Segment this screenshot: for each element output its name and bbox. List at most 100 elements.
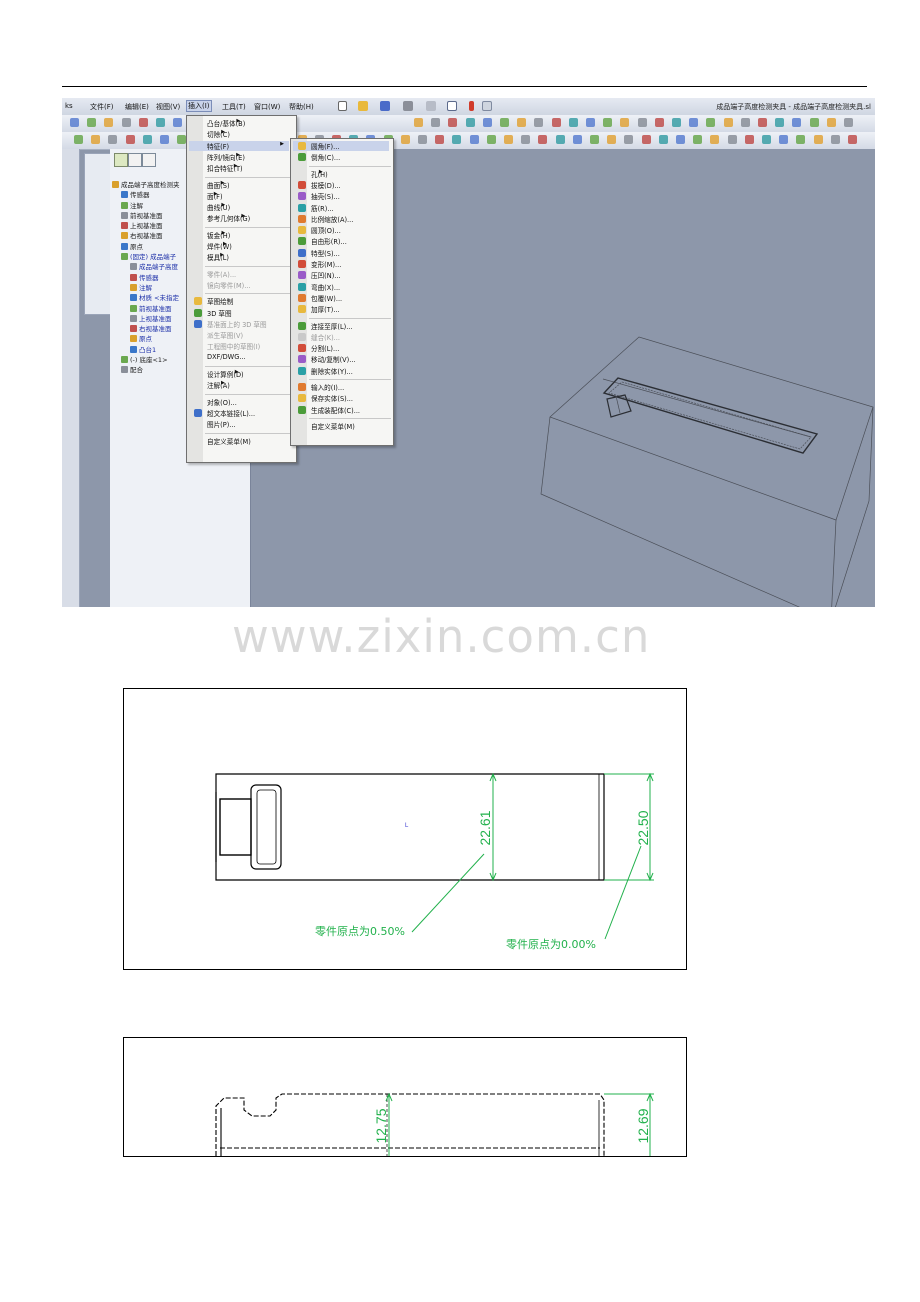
toolbar-tool-icon[interactable] bbox=[676, 135, 685, 144]
feature-menu-item[interactable]: 孔(H)▶ bbox=[311, 169, 328, 179]
feature-menu-item[interactable]: 圆顶(O)... bbox=[311, 225, 341, 235]
feature-menu-item[interactable]: 移动/复制(V)... bbox=[311, 354, 356, 364]
feature-menu-item[interactable]: 保存实体(S)... bbox=[311, 393, 353, 403]
toolbar-tool-icon[interactable] bbox=[809, 118, 819, 127]
feature-tree-item[interactable]: 材质 <未指定 bbox=[112, 293, 180, 303]
toolbar-tool-icon[interactable] bbox=[538, 135, 548, 144]
feature-menu-item[interactable]: 自定义菜单(M) bbox=[311, 421, 355, 431]
toolbar-tool-icon[interactable] bbox=[637, 118, 647, 127]
toolbar-tool-icon[interactable] bbox=[469, 135, 479, 144]
feature-menu-item[interactable]: 比例缩放(A)... bbox=[311, 214, 353, 224]
toolbar-tool-icon[interactable] bbox=[775, 118, 785, 127]
feature-menu-item[interactable]: 变形(M)... bbox=[311, 259, 341, 269]
toolbar-tool-icon[interactable] bbox=[590, 135, 599, 144]
toolbar-tool-icon[interactable] bbox=[620, 118, 630, 127]
toolbar-tool-icon[interactable] bbox=[607, 135, 617, 144]
feature-menu-item[interactable]: 特型(S)... bbox=[311, 248, 340, 258]
toolbar-tool-icon[interactable] bbox=[740, 118, 750, 127]
toolbar-tool-icon[interactable] bbox=[452, 135, 462, 144]
feature-menu-item[interactable]: 弯曲(X)... bbox=[311, 282, 340, 292]
menu-view[interactable]: 视图(V) bbox=[156, 103, 181, 111]
feature-tree-tab-icon[interactable] bbox=[114, 153, 128, 167]
menu-file[interactable]: 文件(F) bbox=[90, 103, 114, 111]
insert-menu-item[interactable]: 扣合特征(T)▶ bbox=[207, 163, 243, 173]
toolbar-tool-icon[interactable] bbox=[654, 118, 664, 127]
feature-menu-item[interactable]: 圆角(F)... bbox=[293, 141, 389, 151]
feature-menu-item[interactable]: 筋(R)... bbox=[311, 203, 334, 213]
toolbar-tool-icon[interactable] bbox=[796, 135, 806, 144]
toolbar-tool-icon[interactable] bbox=[500, 118, 509, 127]
toolbar-tool-icon[interactable] bbox=[418, 135, 427, 144]
insert-menu-item[interactable]: 凸台/基体(B)▶ bbox=[207, 118, 245, 128]
toolbar-tool-icon[interactable] bbox=[142, 135, 152, 144]
toolbar-tool-icon[interactable] bbox=[465, 118, 475, 127]
toolbar-tool-icon[interactable] bbox=[400, 135, 410, 144]
insert-menu-item[interactable]: 对象(O)... bbox=[207, 397, 237, 407]
toolbar-tool-icon[interactable] bbox=[156, 118, 165, 127]
feature-menu-item[interactable]: 生成装配体(C)... bbox=[311, 405, 360, 415]
toolbar-tool-icon[interactable] bbox=[568, 118, 578, 127]
insert-menu-item[interactable]: 曲线(U)▶ bbox=[207, 202, 230, 212]
toolbar-tool-icon[interactable] bbox=[826, 118, 836, 127]
undo-icon[interactable] bbox=[426, 101, 436, 111]
feature-tree-item[interactable]: 上视基准面 bbox=[112, 221, 180, 231]
feature-menu-item[interactable]: 自由形(R)... bbox=[311, 236, 347, 246]
feature-menu-item[interactable]: 压凹(N)... bbox=[311, 270, 341, 280]
toolbar-tool-icon[interactable] bbox=[551, 118, 561, 127]
feature-menu-item[interactable]: 包覆(W)... bbox=[311, 293, 342, 303]
toolbar-tool-icon[interactable] bbox=[710, 135, 720, 144]
toolbar-tool-icon[interactable] bbox=[414, 118, 423, 127]
toolbar-tool-icon[interactable] bbox=[689, 118, 699, 127]
insert-menu-item[interactable]: 自定义菜单(M) bbox=[207, 436, 251, 446]
insert-menu-item[interactable]: 切除(C)▶ bbox=[207, 129, 230, 139]
menu-window[interactable]: 窗口(W) bbox=[254, 103, 281, 111]
feature-tree-item[interactable]: 成品端子高度 bbox=[112, 262, 180, 272]
insert-menu-item[interactable]: 3D 草图 bbox=[207, 308, 232, 318]
options-icon[interactable] bbox=[482, 101, 492, 111]
toolbar-tool-icon[interactable] bbox=[572, 135, 582, 144]
feature-tree-item[interactable]: (固定) 成品端子 bbox=[112, 252, 180, 262]
select-icon[interactable] bbox=[447, 101, 457, 111]
insert-menu-item[interactable]: DXF/DWG... bbox=[207, 353, 246, 361]
toolbar-tool-icon[interactable] bbox=[727, 135, 737, 144]
insert-menu-item[interactable]: 图片(P)... bbox=[207, 419, 236, 429]
toolbar-tool-icon[interactable] bbox=[534, 118, 544, 127]
insert-menu-item[interactable]: 超文本链接(L)... bbox=[207, 408, 255, 418]
toolbar-tool-icon[interactable] bbox=[723, 118, 733, 127]
feature-menu-item[interactable]: 分割(L)... bbox=[311, 343, 339, 353]
toolbar-tool-icon[interactable] bbox=[830, 135, 840, 144]
toolbar-tool-icon[interactable] bbox=[848, 135, 857, 144]
toolbar-tool-icon[interactable] bbox=[70, 118, 79, 127]
toolbar-tool-icon[interactable] bbox=[138, 118, 148, 127]
toolbar-tool-icon[interactable] bbox=[104, 118, 114, 127]
feature-tree-item[interactable]: 前视基准面 bbox=[112, 304, 180, 314]
toolbar-tool-icon[interactable] bbox=[603, 118, 613, 127]
toolbar-tool-icon[interactable] bbox=[517, 118, 527, 127]
feature-tree-item[interactable]: 成品端子高度检测夹 bbox=[112, 180, 180, 190]
feature-menu-item[interactable]: 拔模(D)... bbox=[311, 180, 341, 190]
menu-edit[interactable]: 编辑(E) bbox=[125, 103, 149, 111]
insert-menu-item[interactable]: 草图绘制 bbox=[207, 296, 233, 306]
menu-tools[interactable]: 工具(T) bbox=[222, 103, 246, 111]
toolbar-tool-icon[interactable] bbox=[482, 118, 492, 127]
feature-tree-item[interactable]: 右视基准面 bbox=[112, 324, 180, 334]
print-icon[interactable] bbox=[403, 101, 413, 111]
new-document-icon[interactable] bbox=[338, 101, 347, 111]
toolbar-tool-icon[interactable] bbox=[624, 135, 634, 144]
toolbar-tool-icon[interactable] bbox=[813, 135, 823, 144]
config-tab-icon[interactable] bbox=[142, 153, 156, 167]
toolbar-tool-icon[interactable] bbox=[125, 135, 135, 144]
feature-tree-item[interactable]: 原点 bbox=[112, 334, 180, 344]
feature-menu-item[interactable]: 抽壳(S)... bbox=[311, 191, 340, 201]
feature-menu-item[interactable]: 加厚(T)... bbox=[311, 304, 340, 314]
feature-tree-item[interactable]: 配合 bbox=[112, 365, 180, 375]
feature-menu-item[interactable]: 连接至厚(L)... bbox=[311, 321, 352, 331]
toolbar-tool-icon[interactable] bbox=[641, 135, 651, 144]
toolbar-tool-icon[interactable] bbox=[448, 118, 458, 127]
menu-help[interactable]: 帮助(H) bbox=[289, 103, 314, 111]
feature-menu-item[interactable]: 倒角(C)... bbox=[311, 152, 340, 162]
toolbar-tool-icon[interactable] bbox=[160, 135, 169, 144]
insert-menu-item[interactable]: 模具(L)▶ bbox=[207, 252, 229, 262]
feature-tree-item[interactable]: 前视基准面 bbox=[112, 211, 180, 221]
toolbar-tool-icon[interactable] bbox=[521, 135, 531, 144]
